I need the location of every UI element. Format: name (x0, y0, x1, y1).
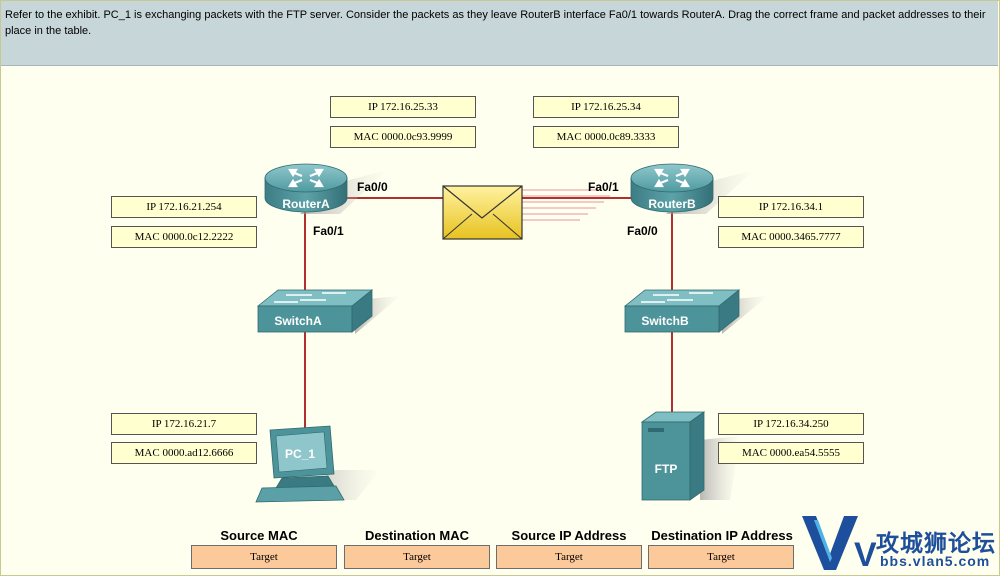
header-source-ip: Source IP Address (511, 528, 627, 543)
instructions-text: Refer to the exhibit. PC_1 is exchanging… (5, 9, 986, 37)
ftp-mac: MAC 0000.ea54.5555 (718, 442, 864, 464)
instructions-panel: Refer to the exhibit. PC_1 is exchanging… (1, 1, 998, 66)
switchB-icon (623, 289, 768, 334)
packet-envelope-icon (442, 185, 523, 240)
routerA-icon (264, 163, 388, 214)
target-source-ip[interactable]: Target (496, 545, 642, 569)
target-source-mac[interactable]: Target (191, 545, 337, 569)
pc1-ip: IP 172.16.21.7 (111, 413, 257, 435)
routerB-fa01-label: Fa0/1 (588, 180, 619, 194)
header-destination-mac: Destination MAC (365, 528, 469, 543)
watermark-url: bbs.vlan5.com (880, 553, 991, 569)
pc1-label: PC_1 (285, 447, 315, 461)
routerA-lan-mac: MAC 0000.0c12.2222 (111, 226, 257, 248)
packet-motion-streaks (522, 189, 610, 221)
routerA-wan-ip: IP 172.16.25.33 (330, 96, 476, 118)
watermark-text: 攻城狮论坛 (876, 531, 996, 557)
routerA-lan-ip: IP 172.16.21.254 (111, 196, 257, 218)
header-destination-ip: Destination IP Address (651, 528, 793, 543)
routerB-fa00-label: Fa0/0 (627, 224, 658, 238)
routerB-wan-ip: IP 172.16.25.34 (533, 96, 679, 118)
routerB-label: RouterB (648, 197, 696, 211)
routerA-label: RouterA (282, 197, 330, 211)
routerB-lan-mac: MAC 0000.3465.7777 (718, 226, 864, 248)
routerA-fa01-label: Fa0/1 (313, 224, 344, 238)
watermark-logo-icon: V5 (802, 516, 876, 574)
routerA-fa00-label: Fa0/0 (357, 180, 388, 194)
target-destination-ip[interactable]: Target (648, 545, 794, 569)
routerB-icon (630, 163, 754, 214)
routerA-wan-mac: MAC 0000.0c93.9999 (330, 126, 476, 148)
switchA-label: SwitchA (274, 314, 322, 328)
switchA-icon (256, 289, 400, 334)
switchB-label: SwitchB (641, 314, 689, 328)
target-destination-mac[interactable]: Target (344, 545, 490, 569)
routerB-wan-mac: MAC 0000.0c89.3333 (533, 126, 679, 148)
pc1-icon (255, 425, 380, 503)
pc1-mac: MAC 0000.ad12.6666 (111, 442, 257, 464)
ftp-ip: IP 172.16.34.250 (718, 413, 864, 435)
watermark-logo-text: V5 (854, 536, 876, 574)
ftp-label: FTP (655, 462, 678, 476)
header-source-mac: Source MAC (220, 528, 298, 543)
routerB-lan-ip: IP 172.16.34.1 (718, 196, 864, 218)
